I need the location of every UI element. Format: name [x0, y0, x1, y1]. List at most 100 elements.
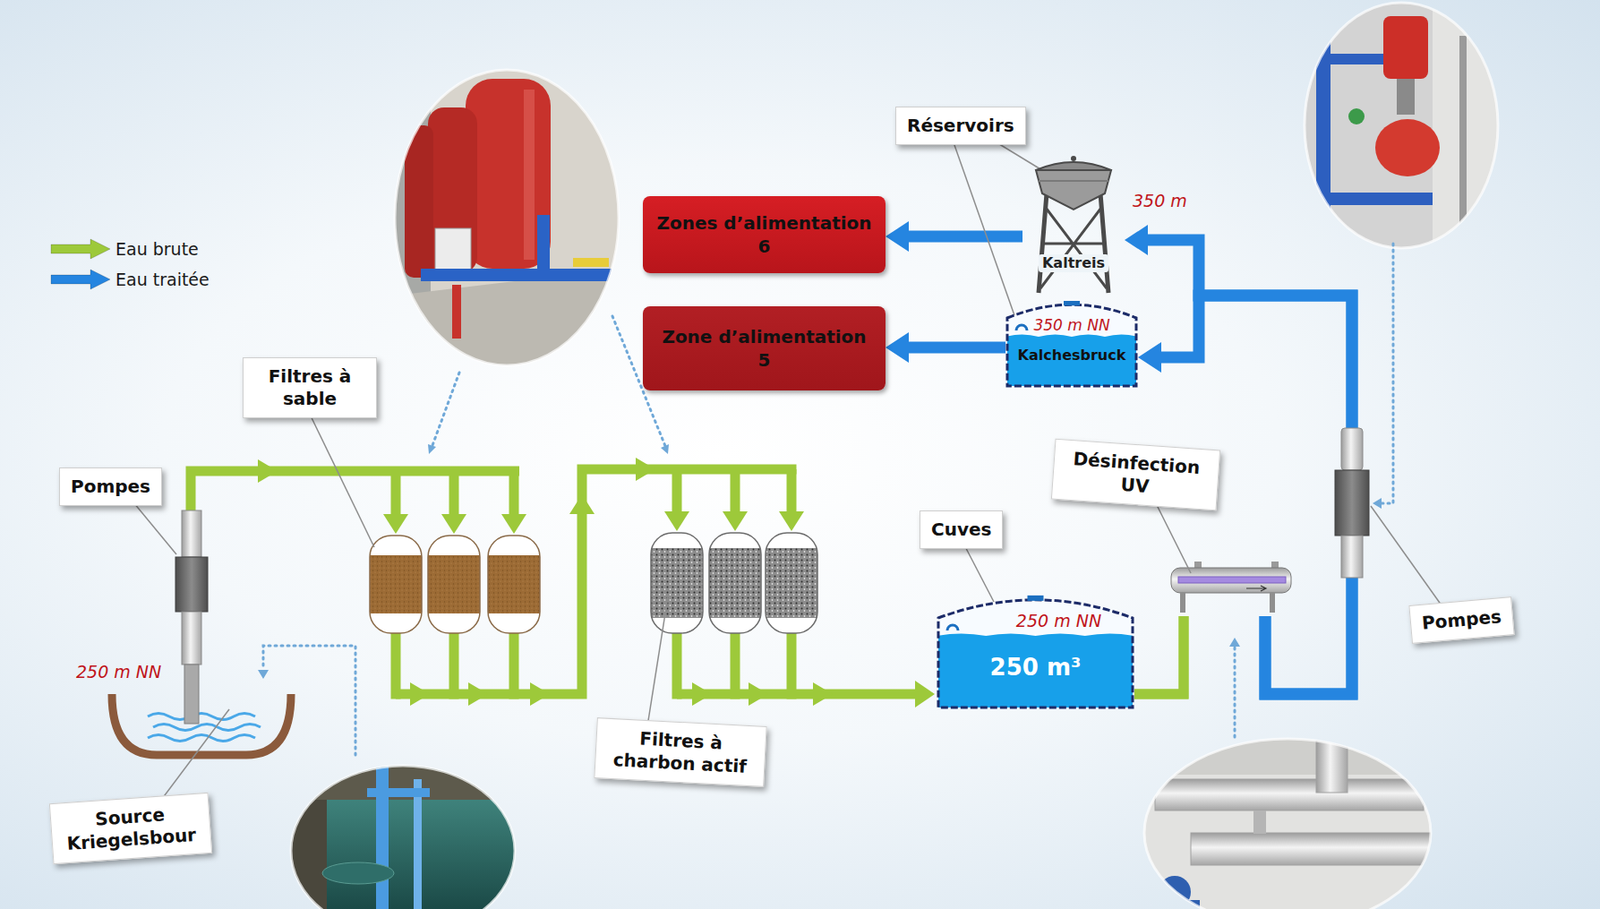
photo-pointer	[257, 669, 269, 679]
tank-lid	[1027, 595, 1044, 601]
pump-room-photo	[1304, 0, 1498, 251]
spring-photo	[290, 765, 515, 909]
pump-symbol	[181, 611, 202, 665]
legend-swatch	[49, 238, 112, 260]
tank-text: Kalchesbruck	[1018, 346, 1127, 365]
spring-photo	[367, 787, 430, 797]
pump-symbol	[1334, 427, 1369, 578]
tower-brace	[1040, 207, 1107, 289]
carbon-filter	[765, 532, 818, 634]
pump-symbol	[184, 664, 199, 724]
photo-pointer	[263, 243, 1394, 755]
tank-text: 250 m³	[990, 653, 1082, 681]
spring-basin	[147, 735, 256, 742]
pump-room-photo	[1316, 192, 1433, 206]
photo-pointer	[431, 372, 460, 448]
zone-text: 5	[758, 348, 771, 372]
tank-wall	[938, 599, 1133, 708]
raw-water-arrowhead	[722, 511, 748, 531]
supply-zone-box: Zone d’alimentation5	[642, 306, 886, 391]
pump-room-photo	[1304, 0, 1498, 251]
plant-photo	[394, 69, 619, 366]
plant-photo	[394, 69, 619, 366]
pump-room-photo	[1383, 16, 1429, 79]
tower-knob	[1070, 155, 1077, 162]
raw-water-arrowhead	[635, 457, 656, 481]
tank-text: 250 m NN	[1016, 610, 1102, 631]
photo-pointer	[1372, 497, 1382, 509]
pipe-arrowhead	[1137, 342, 1162, 373]
uv-room-photo	[1253, 810, 1267, 834]
uv-reactor	[1178, 576, 1286, 583]
plant-photo	[523, 89, 535, 260]
tank-outline	[1005, 300, 1138, 388]
uv-reactor	[1269, 592, 1275, 613]
tank-lid	[1063, 300, 1080, 306]
sand-filter	[427, 535, 480, 634]
tank-water	[936, 633, 1135, 711]
pipe-arrowhead	[885, 332, 909, 363]
raw-water-arrowhead	[257, 459, 278, 483]
raw-water-arrowhead	[257, 457, 935, 708]
callout-leader	[304, 402, 375, 548]
callout-box: Pompes	[59, 467, 163, 506]
pump-room-photo	[1348, 108, 1365, 125]
pipe-segment	[904, 231, 1023, 243]
carbon-filter	[650, 532, 703, 634]
raw-water-arrowhead	[778, 511, 805, 531]
uv-room-photo	[1155, 778, 1424, 811]
callout-text: Filtres à charbon actif	[606, 726, 755, 779]
label-holder: 250 m NN	[76, 660, 162, 683]
tower-roof	[1035, 162, 1112, 171]
pump-room-photo	[1304, 0, 1498, 251]
legend-text: Eau brute	[115, 238, 199, 260]
sand-filter	[487, 535, 540, 634]
callout-text: Cuves	[931, 518, 992, 541]
raw-water-pipe	[395, 470, 514, 518]
pump-room-photo	[1432, 0, 1498, 251]
photo-pointer	[1233, 646, 1237, 737]
legend-swatch	[49, 268, 112, 291]
uv-room-photo	[1144, 738, 1431, 775]
pipe-connector	[885, 221, 1023, 252]
raw-water-arrowhead	[501, 513, 527, 534]
tower-band	[1038, 179, 1109, 182]
raw-water-arrowhead	[569, 494, 595, 514]
spring-photo	[290, 765, 515, 909]
tank-water	[1005, 334, 1138, 389]
pump-symbol	[181, 510, 202, 557]
tank-inlet	[947, 624, 959, 631]
plant-photo	[394, 69, 619, 366]
callout-text: Source Kriegelsbour	[60, 801, 200, 856]
raw-water-arrowhead	[468, 682, 488, 706]
raw-water-pipe	[190, 469, 919, 700]
photo-pointer	[660, 444, 669, 454]
spring-photo	[413, 778, 422, 909]
sand-filter	[487, 555, 540, 614]
callout-text: Pompes	[1420, 605, 1503, 635]
pump-symbol	[175, 510, 208, 724]
uv-room-photo	[1144, 738, 1431, 909]
callout-box: Filtres à sable	[242, 357, 377, 419]
callout-text: Désinfection UV	[1062, 447, 1208, 503]
carbon-filter	[765, 547, 818, 618]
plant-photo	[573, 257, 609, 267]
tank-inlet	[1016, 325, 1027, 331]
callout-box: Cuves	[919, 510, 1003, 549]
raw-water-arrowhead	[664, 511, 690, 531]
pipe-segment	[1134, 616, 1184, 694]
pump-symbol	[1334, 470, 1369, 536]
elevation-label: 350 m	[1132, 189, 1188, 212]
pump-symbol	[175, 556, 208, 612]
raw-water-arrowhead	[748, 682, 769, 706]
photo-pointer	[263, 645, 356, 755]
pipe-arrowhead	[1124, 224, 1148, 256]
plant-photo	[394, 69, 619, 366]
uv-room-photo	[1190, 832, 1433, 865]
photo-pointer	[257, 243, 1394, 755]
callout-box: Pompes	[1408, 596, 1515, 644]
pump-room-photo	[1316, 0, 1331, 251]
